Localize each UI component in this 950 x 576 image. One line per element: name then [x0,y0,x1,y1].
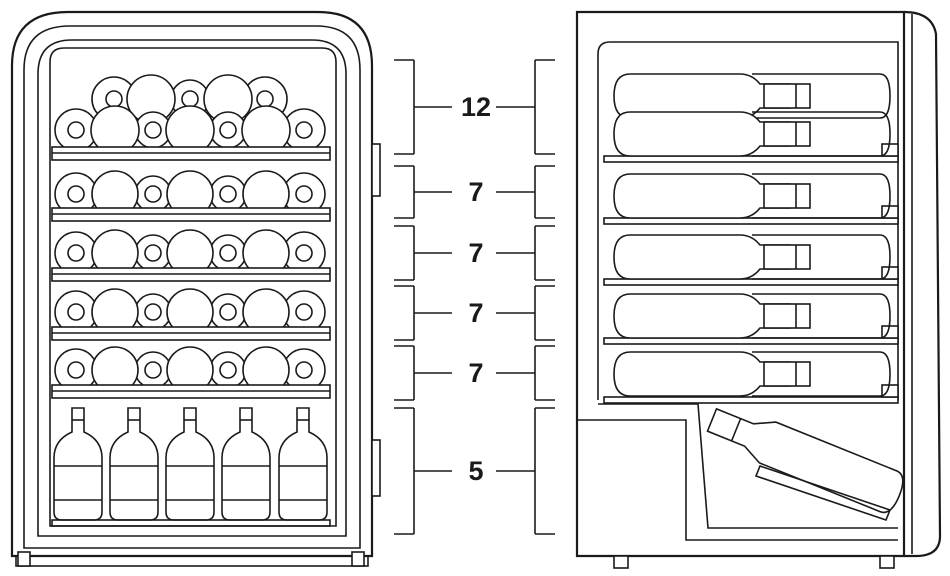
standing-bottle [53,407,103,521]
lying-bottle [613,293,791,339]
bottle-neck-side [763,83,811,109]
bottle-neck-side [763,183,811,209]
front-base-plate [15,555,369,567]
bottle-neck-side [763,244,811,270]
bottle-neck-side [763,361,811,387]
front-door-glass [37,39,347,537]
bottle-neck [67,121,85,139]
standing-bottle [165,407,215,521]
front-floor-rack [51,519,331,527]
bottle-behind [752,111,891,157]
tilted-bottle-body [706,407,904,514]
bottle-end [134,293,172,331]
bottle-neck-side [763,303,811,329]
capacity-brackets: 12 7 7 7 7 5 [394,59,555,535]
side-door-profile [903,10,942,558]
bottle-neck [67,185,85,203]
bottle-end [134,234,172,272]
standing-bottle [278,407,328,521]
bottle-neck [295,361,313,379]
bottle-neck [144,361,162,379]
tilted-bottle [706,407,904,514]
bottle-neck [219,121,237,139]
side-foot-right [879,555,895,569]
shelf-capacity-label: 7 [468,298,483,328]
front-hinge-bottom [371,439,381,497]
bottle-behind [752,234,891,280]
bottle-neck [67,303,85,321]
bottle-behind [752,73,891,119]
shelf-capacity-label: 7 [468,238,483,268]
lying-bottle [613,351,791,397]
bottle-neck [67,244,85,262]
bottle-end [209,351,247,389]
bottle-neck [295,121,313,139]
bottle-neck [295,185,313,203]
side-shelf [603,278,899,286]
front-view [10,10,381,567]
side-compressor-step [578,419,898,541]
bottle-end [134,351,172,389]
shelf-capacity-label: 12 [461,92,491,122]
side-shelf [603,155,899,163]
side-shelf [603,396,899,404]
front-cabinet-outline [10,10,374,558]
bottle-neck [219,185,237,203]
lying-bottle [613,234,791,280]
front-foot-right [351,551,365,567]
bottle-behind [752,293,891,339]
tilted-bottle-cap [730,418,742,442]
side-view [575,10,942,569]
bottle-end [209,175,247,213]
standing-bottle [109,407,159,521]
bottle-end [209,293,247,331]
standing-bottle [221,407,271,521]
side-interior [597,41,899,400]
side-shelf [603,337,899,345]
bottle-neck [219,303,237,321]
front-foot-left [17,551,31,567]
bottle-end [134,175,172,213]
shelf-capacity-label: 5 [468,456,483,486]
bottle-neck [144,303,162,321]
bottle-neck [67,361,85,379]
bottle-neck [144,244,162,262]
tilted-rack [754,464,892,522]
side-foot-left [613,555,629,569]
shelf-capacity-label: 7 [468,177,483,207]
lying-bottle [613,173,791,219]
bottle-behind [752,173,891,219]
bottle-neck [144,121,162,139]
bottle-neck [144,185,162,203]
front-hinge-top [371,143,381,197]
shelf-capacity-label: 7 [468,358,483,388]
front-interior [49,47,337,527]
bottle-neck [295,244,313,262]
lying-bottle [613,111,791,157]
side-compressor-inner [598,403,898,529]
bottle-end [209,234,247,272]
side-shelf [603,217,899,225]
bottle-behind [752,351,891,397]
bottle-neck [219,244,237,262]
bottle-neck-side [763,121,811,147]
bottle-neck [219,361,237,379]
front-door-frame [23,25,361,549]
bottle-neck [295,303,313,321]
bottle-end [209,111,247,149]
